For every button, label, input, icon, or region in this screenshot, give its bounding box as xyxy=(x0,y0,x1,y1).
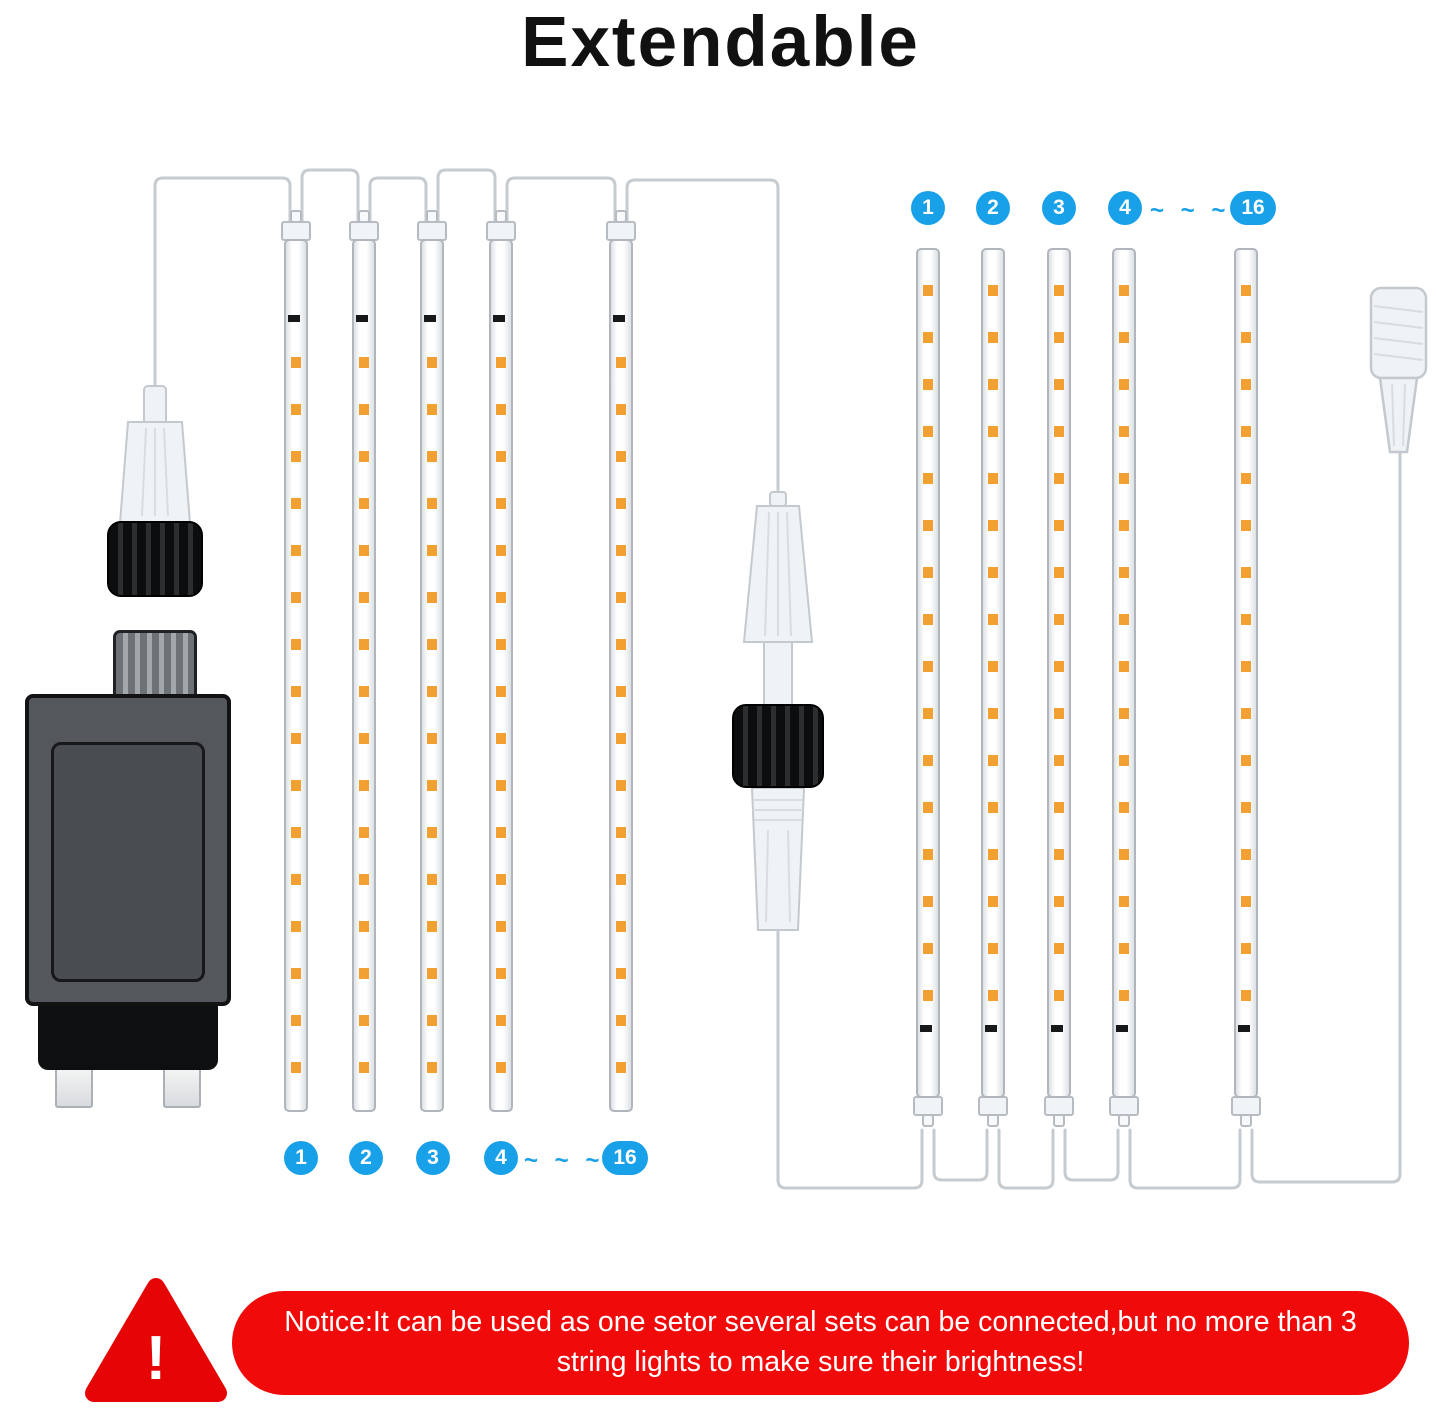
notice-banner: Notice:It can be used as one setor sever… xyxy=(232,1291,1409,1395)
tube-body xyxy=(1234,248,1258,1098)
led-tube-right-1 xyxy=(911,248,945,1127)
tube-chip xyxy=(1051,1025,1063,1032)
tube-body xyxy=(420,239,444,1112)
badge-left-4: 4 xyxy=(484,1141,518,1175)
female-connector-middle xyxy=(750,787,806,931)
tube-cap xyxy=(978,1096,1008,1116)
tube-cap xyxy=(349,221,379,241)
badge-left-2: 2 xyxy=(349,1141,383,1175)
badge-right-1: 1 xyxy=(911,191,945,225)
led-tube-right-5 xyxy=(1229,248,1263,1127)
tube-cap xyxy=(281,221,311,241)
tube-pin xyxy=(1240,1114,1252,1127)
badge-right-16: 16 xyxy=(1230,191,1276,225)
warning-triangle-icon: ! xyxy=(85,1278,227,1402)
tube-pin xyxy=(1118,1114,1130,1127)
tube-cap xyxy=(1044,1096,1074,1116)
led-tube-left-4 xyxy=(484,210,518,1112)
tube-chip xyxy=(985,1025,997,1032)
badge-right-4: 4 xyxy=(1108,191,1142,225)
tube-chip xyxy=(424,315,436,322)
led-strip xyxy=(1241,285,1251,1022)
notice-text: Notice:It can be used as one setor sever… xyxy=(284,1306,1357,1378)
tube-chip xyxy=(1116,1025,1128,1032)
male-connector-left xyxy=(118,385,192,524)
tube-pin xyxy=(922,1114,934,1127)
badge-left-3: 3 xyxy=(416,1141,450,1175)
tube-body xyxy=(489,239,513,1112)
led-strip xyxy=(359,357,369,1097)
tube-chip xyxy=(356,315,368,322)
male-connector-middle xyxy=(742,491,814,707)
led-strip xyxy=(1054,285,1064,1022)
coupling-ring-middle xyxy=(732,704,824,788)
tube-body xyxy=(1047,248,1071,1098)
led-strip xyxy=(923,285,933,1022)
badge-left-16: 16 xyxy=(602,1141,648,1175)
led-strip xyxy=(291,357,301,1097)
led-tube-right-3 xyxy=(1042,248,1076,1127)
power-adapter-body xyxy=(25,694,231,1006)
led-strip xyxy=(616,357,626,1097)
wires xyxy=(153,168,1402,1190)
tube-body xyxy=(1112,248,1136,1098)
tube-body xyxy=(284,239,308,1112)
led-strip xyxy=(496,357,506,1097)
tube-cap xyxy=(1109,1096,1139,1116)
led-tube-left-5 xyxy=(604,210,638,1112)
tube-body xyxy=(916,248,940,1098)
badge-right-3: 3 xyxy=(1042,191,1076,225)
ellipsis-left: ~ ~ ~ xyxy=(524,1147,605,1174)
plug-prong-right xyxy=(163,1064,201,1108)
warning-exclamation: ! xyxy=(146,1324,167,1393)
adapter-panel xyxy=(51,742,205,982)
led-strip xyxy=(1119,285,1129,1022)
plug-prong-left xyxy=(55,1064,93,1108)
tube-pin xyxy=(987,1114,999,1127)
badge-right-2: 2 xyxy=(976,191,1010,225)
tube-cap xyxy=(417,221,447,241)
led-tube-right-4 xyxy=(1107,248,1141,1127)
tube-chip xyxy=(613,315,625,322)
tube-chip xyxy=(920,1025,932,1032)
tube-body xyxy=(981,248,1005,1098)
led-strip xyxy=(427,357,437,1097)
plug-base xyxy=(38,1002,218,1070)
threaded-collar xyxy=(113,630,197,698)
led-strip xyxy=(988,285,998,1022)
coupling-ring-left xyxy=(107,521,203,597)
tube-cap xyxy=(606,221,636,241)
badge-left-1: 1 xyxy=(284,1141,318,1175)
extension-connector-right xyxy=(1369,286,1428,454)
tube-cap xyxy=(1231,1096,1261,1116)
ellipsis-right: ~ ~ ~ xyxy=(1150,197,1231,224)
tube-chip xyxy=(288,315,300,322)
led-tube-left-2 xyxy=(347,210,381,1112)
led-tube-left-3 xyxy=(415,210,449,1112)
tube-pin xyxy=(1053,1114,1065,1127)
tube-body xyxy=(352,239,376,1112)
tube-body xyxy=(609,239,633,1112)
tube-cap xyxy=(486,221,516,241)
led-tube-right-2 xyxy=(976,248,1010,1127)
tube-cap xyxy=(913,1096,943,1116)
tube-chip xyxy=(493,315,505,322)
led-tube-left-1 xyxy=(279,210,313,1112)
page-title: Extendable xyxy=(521,3,920,82)
tube-chip xyxy=(1238,1025,1250,1032)
